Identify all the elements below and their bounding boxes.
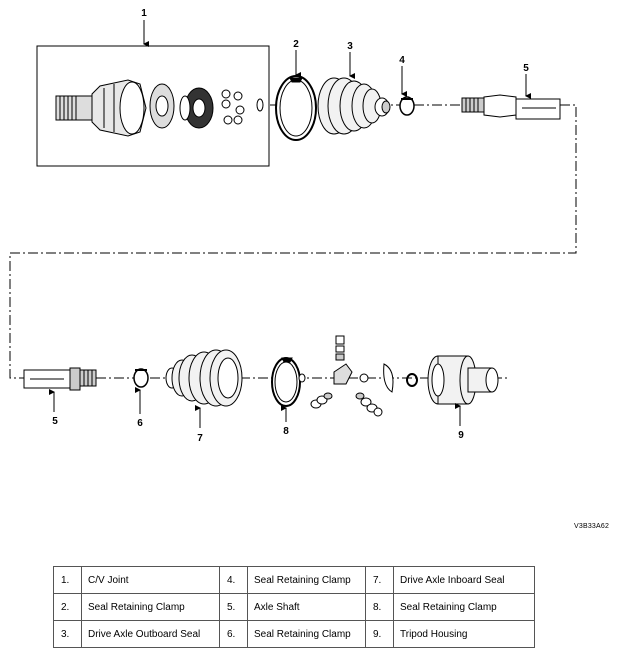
legend-number: 7. [365,566,394,594]
legend-label: Drive Axle Outboard Seal [81,620,220,648]
legend-label: Axle Shaft [247,593,366,621]
callout-3: 3 [347,41,353,52]
callout-4: 4 [399,55,405,66]
seal-retaining-clamp-4 [399,96,415,116]
o-ring [406,373,418,387]
parts-legend-table: 1. C/V Joint 4. Seal Retaining Clamp 7. … [53,566,535,648]
drive-axle-inboard-seal [165,349,243,407]
legend-number: 5. [219,593,248,621]
leader-arrows [49,20,531,428]
seal-retaining-clamp-2 [275,75,317,141]
legend-label: Seal Retaining Clamp [247,620,366,648]
figure-code: V3B33A62 [574,523,610,530]
legend-label: Seal Retaining Clamp [393,593,535,621]
callout-8: 8 [283,426,289,437]
callout-2: 2 [293,39,299,50]
callout-6: 6 [137,418,143,429]
callout-5-top: 5 [523,63,529,74]
legend-number: 8. [365,593,394,621]
legend-row: 3. Drive Axle Outboard Seal 6. Seal Reta… [53,620,535,648]
legend-label: C/V Joint [81,566,220,594]
legend-number: 6. [219,620,248,648]
axle-shaft-bottom [23,367,97,391]
seal-retaining-clamp-8 [271,357,301,407]
callout-1: 1 [141,8,147,19]
tripod-housing [427,355,499,405]
axle-shaft-top [461,94,561,120]
legend-label: Seal Retaining Clamp [247,566,366,594]
legend-number: 9. [365,620,394,648]
retainer-ring [383,363,394,393]
drive-axle-outboard-seal [317,77,391,135]
legend-number: 3. [53,620,82,648]
legend-row: 2. Seal Retaining Clamp 5. Axle Shaft 8.… [53,593,535,621]
callout-9: 9 [458,430,464,441]
tripod-spider [310,335,383,417]
legend-label: Tripod Housing [393,620,535,648]
snap-ring [256,98,264,112]
legend-row: 1. C/V Joint 4. Seal Retaining Clamp 7. … [53,566,535,594]
seal-retaining-clamp-6 [133,368,149,388]
callout-7: 7 [197,433,203,444]
callout-5-bottom: 5 [52,416,58,427]
legend-number: 1. [53,566,82,594]
legend-label: Seal Retaining Clamp [81,593,220,621]
snap-ring-small [298,373,306,383]
legend-number: 2. [53,593,82,621]
exploded-view-diagram: 1 2 3 4 5 5 6 7 8 9 [9,8,577,444]
legend-number: 4. [219,566,248,594]
legend-label: Drive Axle Inboard Seal [393,566,535,594]
cv-joint-group [36,45,270,167]
